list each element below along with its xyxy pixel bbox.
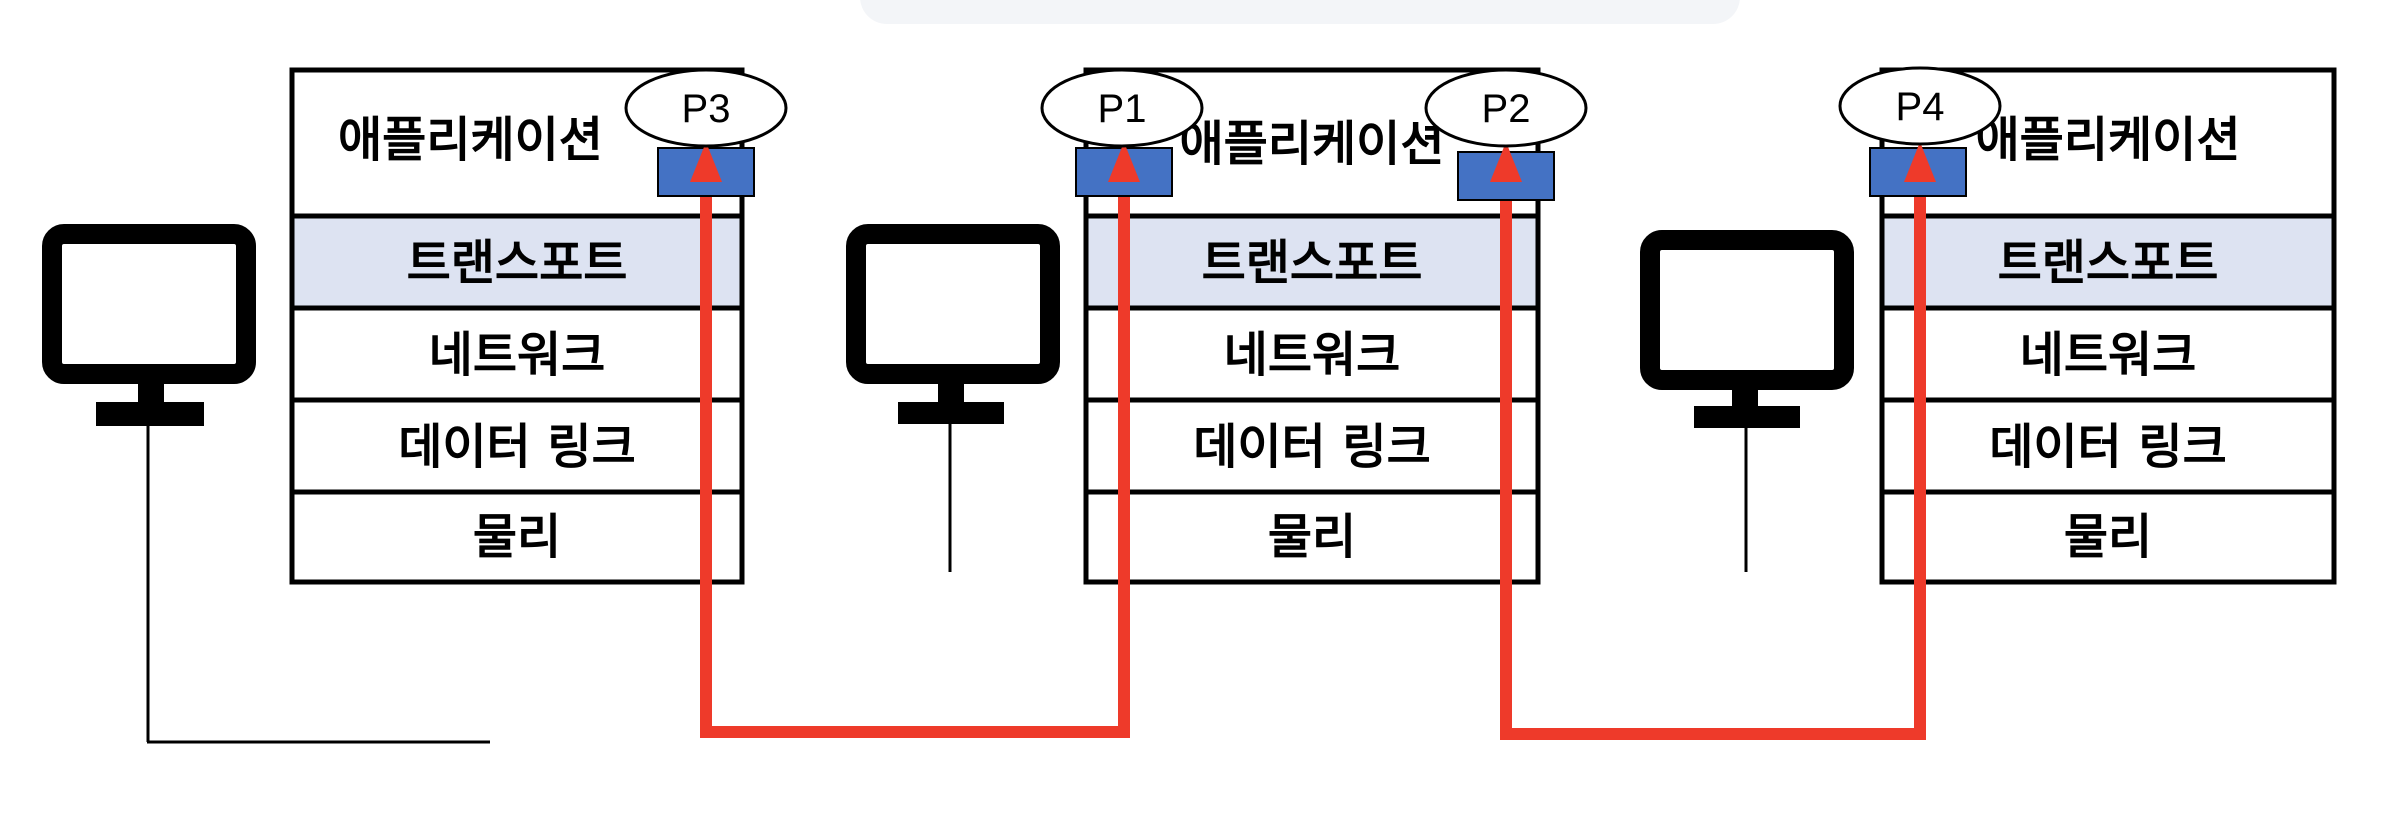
layer-label: 데이터 링크 bbox=[1989, 419, 2227, 475]
layer-network bbox=[289, 305, 745, 403]
layer-data-link bbox=[1879, 397, 2337, 495]
layer-data-link bbox=[289, 397, 745, 495]
layer-label: 애플리케이션 bbox=[338, 112, 603, 168]
layer-label: 트랜스포트 bbox=[1202, 235, 1423, 291]
layer-label: 네트워크 bbox=[2020, 327, 2197, 383]
layer-label: 네트워크 bbox=[429, 327, 606, 383]
layer-physical bbox=[1083, 489, 1541, 585]
computer-monitor-icon bbox=[1640, 230, 1854, 572]
layer-label: 데이터 링크 bbox=[398, 419, 636, 475]
port-label-p3: P3 bbox=[624, 68, 788, 148]
layer-label: 트랜스포트 bbox=[407, 235, 628, 291]
port-label: P1 bbox=[1098, 87, 1147, 131]
layer-network bbox=[1879, 305, 2337, 403]
layer-label: 물리 bbox=[2064, 509, 2152, 565]
layer-label: 애플리케이션 bbox=[1976, 112, 2241, 168]
arrow-head bbox=[1904, 142, 1936, 182]
layer-label: 트랜스포트 bbox=[1998, 235, 2219, 291]
layer-data-link bbox=[1083, 397, 1541, 495]
layer-transport bbox=[1879, 213, 2337, 311]
arrow-head bbox=[1490, 142, 1522, 182]
layer-label: 물리 bbox=[1268, 509, 1356, 565]
arrow-head bbox=[690, 142, 722, 182]
layer-physical bbox=[1879, 489, 2337, 585]
layer-label: 네트워크 bbox=[1224, 327, 1401, 383]
port-label-p4: P4 bbox=[1838, 66, 2002, 146]
port-label: P3 bbox=[682, 87, 731, 131]
protocol-stack-2: 애플리케이션 트랜스포트 네트워크 데이터 링크 물리 bbox=[1083, 67, 1541, 585]
layer-label: 물리 bbox=[473, 509, 561, 565]
port-label: P4 bbox=[1896, 85, 1945, 129]
computer-monitor-icon bbox=[42, 224, 490, 744]
port-label-p1: P1 bbox=[1040, 68, 1204, 148]
layer-label: 데이터 링크 bbox=[1193, 419, 1431, 475]
layer-network bbox=[1083, 305, 1541, 403]
port-label-p2: P2 bbox=[1424, 68, 1588, 148]
arrow-head bbox=[1108, 142, 1140, 182]
layer-physical bbox=[289, 489, 745, 585]
protocol-stack-1: 애플리케이션 트랜스포트 네트워크 데이터 링크 물리 bbox=[289, 67, 745, 585]
layer-label: 애플리케이션 bbox=[1180, 116, 1445, 172]
top-banner bbox=[860, 0, 1740, 24]
layer-transport bbox=[1083, 213, 1541, 311]
computer-monitor-icon bbox=[846, 224, 1060, 572]
protocol-stack-3: 애플리케이션 트랜스포트 네트워크 데이터 링크 물리 bbox=[1879, 67, 2337, 585]
port-label: P2 bbox=[1482, 87, 1531, 131]
